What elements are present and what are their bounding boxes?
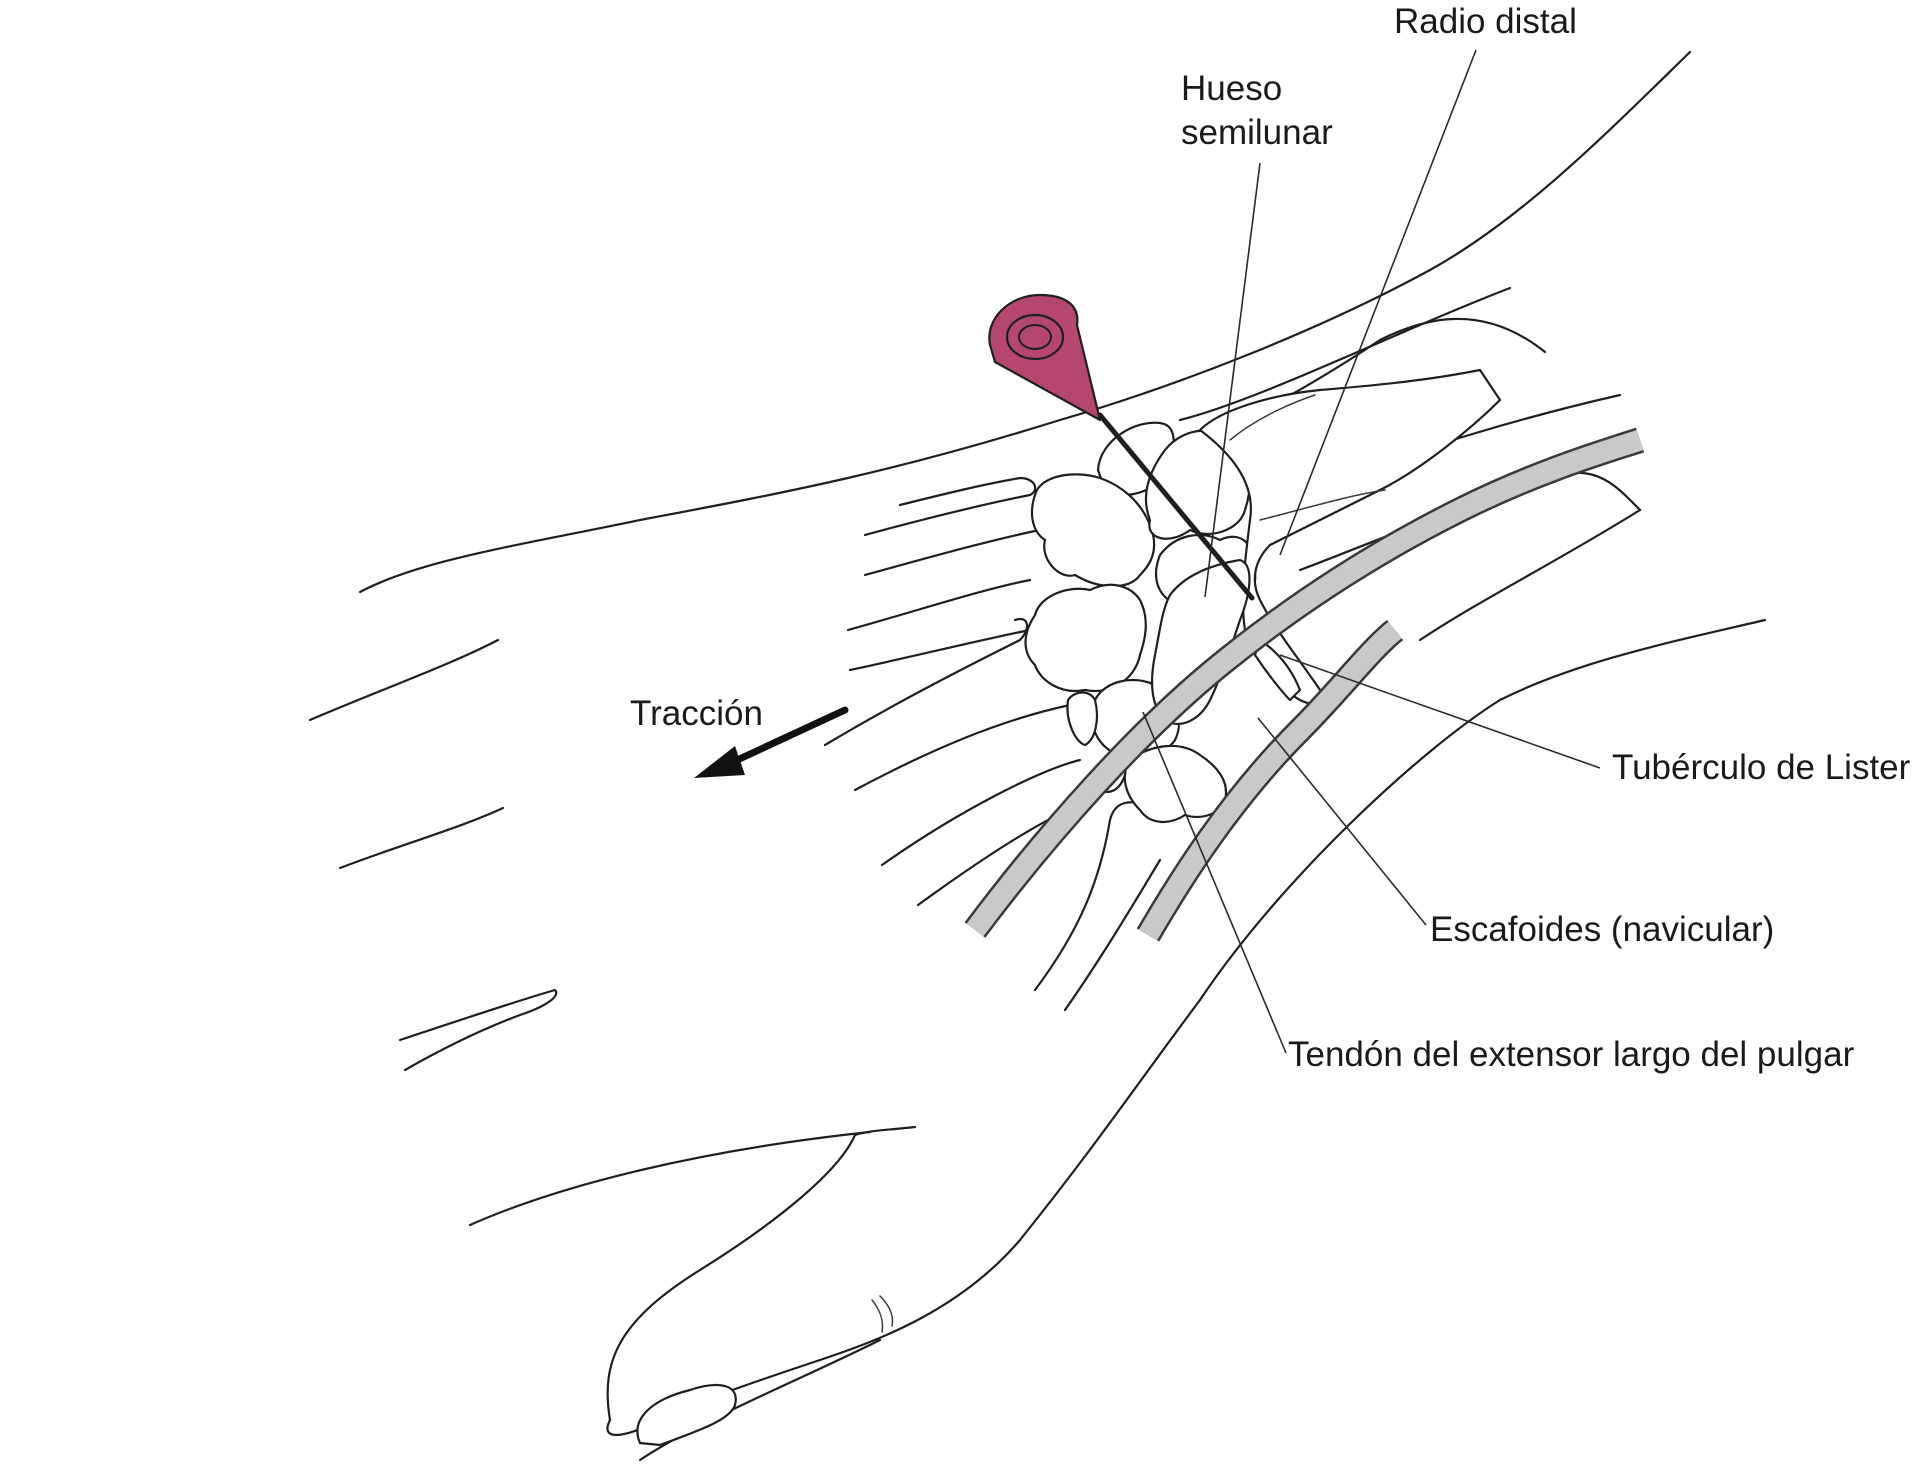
label-traccion: Tracción xyxy=(630,694,763,733)
traction-arrow xyxy=(694,706,849,778)
label-radio-distal: Radio distal xyxy=(1394,2,1577,41)
label-tuberculo-de-lister: Tubérculo de Lister xyxy=(1612,748,1911,787)
label-escafoides: Escafoides (navicular) xyxy=(1430,910,1775,949)
needle xyxy=(988,293,1255,601)
label-hueso-semilunar-line2: semilunar xyxy=(1181,113,1333,152)
hand-outline xyxy=(308,50,1767,1462)
carpal-bones xyxy=(1024,368,1502,823)
label-hueso-semilunar-line1: Hueso xyxy=(1181,69,1283,108)
label-tendon-extensor: Tendón del extensor largo del pulgar xyxy=(1288,1035,1855,1074)
leader-lines xyxy=(1142,49,1601,1054)
extensor-pollicis-longus-tendon xyxy=(964,427,1645,938)
